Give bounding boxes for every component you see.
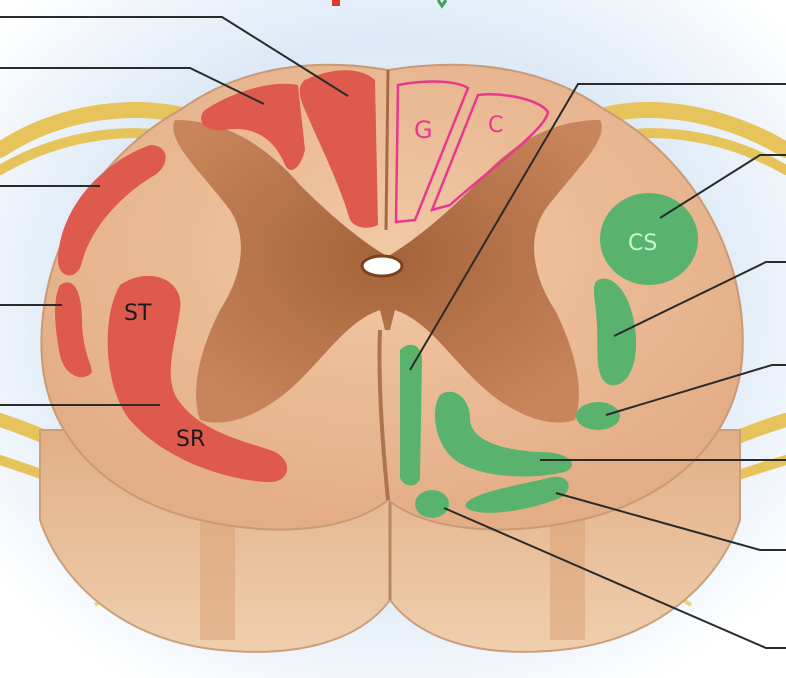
leader-lines [0,16,786,649]
fasciculus-cuneatus-left [201,83,305,170]
central-canal [360,254,404,278]
leader-line-right-6 [555,492,786,551]
cord-root-block-left [200,500,235,640]
cord-root-block-right [550,500,585,640]
spinocerebellar-tract-left [58,145,166,276]
label-gracile: G [414,116,433,144]
descending-tracts [400,193,698,518]
fasciculus-cuneatus-right-outline [429,93,550,212]
top-mark-red [332,0,340,6]
spinothalamic-spinoreticular-tract [107,275,288,483]
leader-line-left-2 [0,67,265,105]
leader-line-right-7 [443,507,786,649]
anterior-corticospinal-tract [400,344,422,486]
leader-line-right-2 [659,154,786,219]
label-cuneate: C [488,113,503,138]
tectospinal-tract [465,476,569,513]
label-corticospinal: CS [628,231,657,256]
leader-line-right-3 [613,261,786,337]
leader-line-left-1 [0,16,349,97]
label-spinothalamic: ST [124,301,152,326]
anterior-spinocerebellar-left [55,282,92,378]
label-spinoreticular: SR [176,427,205,452]
fasciculus-gracilis-left [299,70,378,228]
reticulospinal-tract-lateral [576,402,620,430]
lateral-corticospinal-tract [600,193,698,285]
fasciculus-gracilis-right-outline [394,80,470,224]
top-mark-green [436,0,448,9]
posterior-median-sulcus [384,69,390,231]
ascending-tracts [55,70,378,483]
anterior-median-fissure [377,329,390,501]
reticulospinal-tract-medial [415,490,449,518]
vestibulospinal-tract [435,391,572,477]
leader-line-right-1 [409,83,786,371]
gracile-cuneate-outline-right [394,80,550,224]
rubrospinal-tract [593,278,637,386]
leader-line-right-4 [605,364,786,416]
